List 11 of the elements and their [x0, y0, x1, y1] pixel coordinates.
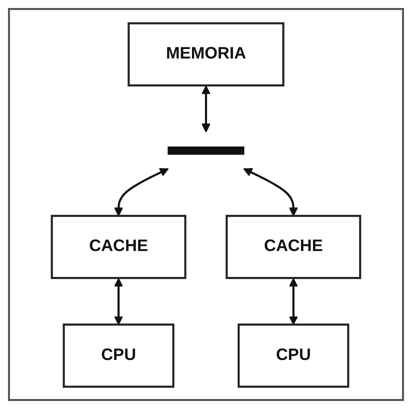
arrow [201, 84, 211, 132]
arrow [243, 168, 298, 216]
node-bar [168, 146, 244, 154]
node-box: CPU [238, 323, 350, 388]
node-box: MEMORIA [128, 22, 284, 86]
node-box: CACHE [226, 214, 362, 279]
arrow [114, 168, 169, 216]
node-box: CACHE [50, 214, 186, 279]
arrow [114, 278, 124, 324]
arrow [288, 278, 298, 324]
node-box: CPU [62, 323, 174, 388]
